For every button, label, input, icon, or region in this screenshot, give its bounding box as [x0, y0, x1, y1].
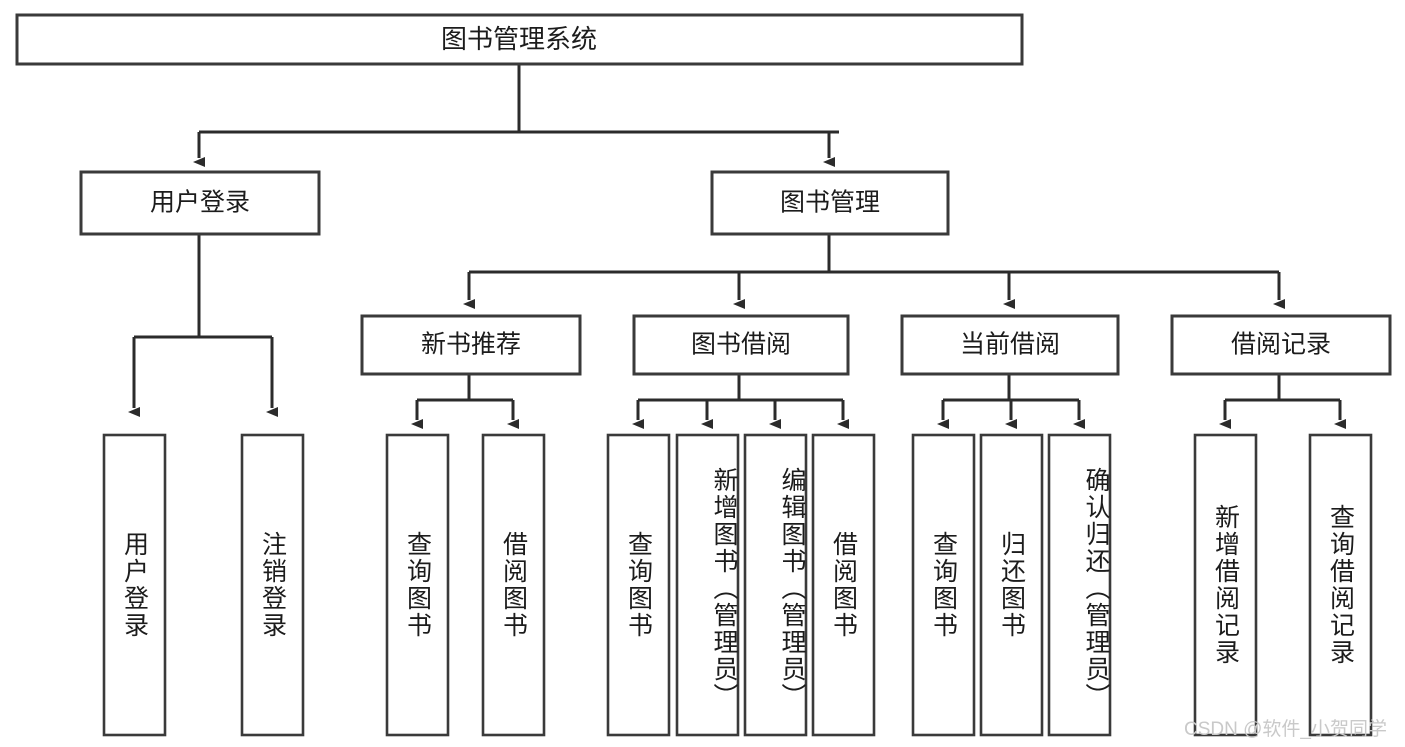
node-root-box	[15, 13, 1024, 66]
node-book-management-label: 图书管理	[780, 189, 880, 217]
leaf-box[interactable]	[102, 433, 167, 737]
leaf-box[interactable]	[385, 433, 450, 737]
leaf-boxes-new-book-recommend	[385, 433, 546, 737]
node-new-book-recommend-box	[360, 314, 582, 376]
leaf-box[interactable]	[979, 433, 1044, 737]
node-user-login[interactable]: 用户登录	[79, 170, 321, 236]
node-user-login-label: 用户登录	[150, 189, 250, 217]
connector-borrow-records-children	[1219, 374, 1346, 429]
node-user-login-box	[79, 170, 321, 236]
leaf-box[interactable]	[911, 433, 976, 737]
node-root-book-management-system[interactable]: 图书管理系统	[15, 13, 1024, 66]
leaf-box[interactable]	[743, 433, 808, 737]
leaf-boxes-borrow-records	[1193, 433, 1373, 737]
node-book-management-box	[710, 170, 950, 236]
connector-book-manage-children	[463, 235, 1285, 309]
leaf-box[interactable]	[1047, 433, 1112, 737]
node-current-borrow[interactable]: 当前借阅	[900, 314, 1120, 376]
node-borrow-records-label: 借阅记录	[1231, 331, 1331, 359]
leaf-boxes-current-borrow	[911, 433, 1112, 737]
watermark-text: CSDN @软件_小贺同学	[1184, 719, 1387, 740]
connector-user-login-children	[128, 235, 278, 417]
leaf-box[interactable]	[1193, 433, 1258, 737]
node-borrow-records[interactable]: 借阅记录	[1170, 314, 1392, 376]
leaf-box[interactable]	[240, 433, 305, 737]
node-current-borrow-label: 当前借阅	[960, 331, 1060, 359]
connector-root-to-level2	[193, 64, 839, 167]
leaf-boxes-book-borrow	[606, 433, 876, 737]
leaf-boxes-user-login	[102, 433, 305, 737]
node-current-borrow-box	[900, 314, 1120, 376]
connector-new-book-children	[411, 374, 519, 429]
node-new-book-recommend-label: 新书推荐	[421, 331, 521, 359]
connector-book-borrow-children	[632, 374, 849, 429]
connector-current-borrow-children	[937, 374, 1085, 429]
node-root-label: 图书管理系统	[441, 24, 597, 54]
node-borrow-records-box	[1170, 314, 1392, 376]
node-new-book-recommend[interactable]: 新书推荐	[360, 314, 582, 376]
node-book-borrow-box	[632, 314, 850, 376]
node-book-management[interactable]: 图书管理	[710, 170, 950, 236]
leaf-box[interactable]	[675, 433, 740, 737]
leaf-box[interactable]	[606, 433, 671, 737]
leaf-box[interactable]	[1308, 433, 1373, 737]
leaf-box[interactable]	[811, 433, 876, 737]
node-book-borrow-label: 图书借阅	[691, 331, 791, 359]
leaf-box[interactable]	[481, 433, 546, 737]
node-book-borrow[interactable]: 图书借阅	[632, 314, 850, 376]
